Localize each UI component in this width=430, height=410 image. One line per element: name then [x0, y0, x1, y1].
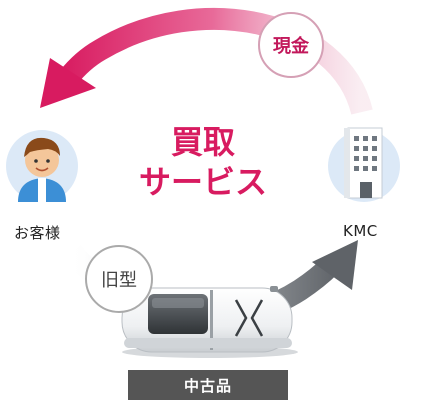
- service-title-line1: 買取: [170, 123, 235, 161]
- old-model-badge: 旧型: [85, 245, 153, 313]
- used-product-tag: 中古品: [128, 370, 288, 400]
- customer-icon: [6, 130, 78, 202]
- office-building-icon: [328, 127, 400, 202]
- service-title-line2: サービス: [138, 163, 267, 201]
- customer-label: お客様: [14, 224, 61, 242]
- service-title: 買取 サービス: [128, 122, 278, 202]
- company-label: KMC: [343, 222, 378, 240]
- capsule-product-image: [121, 286, 298, 358]
- cash-flow-arrow: [40, 7, 373, 116]
- cash-badge: 現金: [258, 12, 324, 78]
